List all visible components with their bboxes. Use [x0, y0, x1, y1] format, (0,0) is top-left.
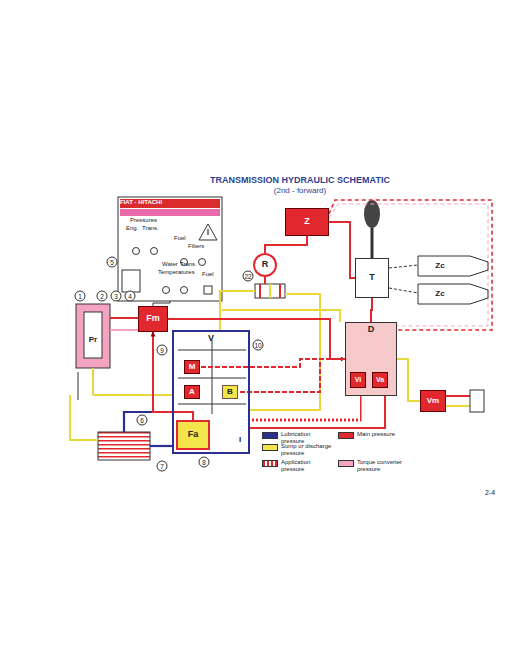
node-label: B	[227, 388, 233, 397]
callout-number: 6	[137, 415, 148, 426]
node-label: Vm	[427, 397, 439, 406]
panel-text: Fuel	[202, 271, 214, 278]
panel-text: Temperatures	[158, 269, 195, 276]
hydraulic-line	[265, 236, 307, 253]
subtitle: (2nd - forward)	[274, 187, 326, 196]
panel-text: Pressures	[130, 217, 157, 224]
hydraulic-line	[371, 298, 372, 322]
control-valve: D Vi Va	[345, 322, 397, 396]
legend-swatch	[262, 444, 278, 451]
callout-number: 1	[75, 291, 86, 302]
node-label: A	[189, 388, 195, 397]
node-label: Vi	[355, 376, 362, 384]
page-number: 2-4	[485, 489, 495, 497]
part-letter: I	[239, 436, 241, 445]
torque-converter	[76, 304, 172, 400]
part-letter: Zc	[435, 262, 444, 271]
hydraulic-line	[168, 319, 345, 359]
panel-text: Filters	[188, 243, 204, 250]
legend-swatch	[262, 432, 278, 439]
legend-text: Sump or discharge pressure	[281, 443, 335, 457]
callout-number: 3	[111, 291, 122, 302]
legend-text: Lubrication pressure	[281, 431, 335, 445]
clutch-pack: M	[184, 360, 200, 374]
hydraulic-line	[238, 359, 345, 392]
callout-number: 9	[157, 345, 168, 356]
callout-number: 5	[107, 257, 118, 268]
node-label: Fa	[188, 430, 199, 440]
hydraulic-line	[200, 359, 345, 367]
hydraulic-line	[397, 359, 420, 401]
callout-number: 7	[157, 461, 168, 472]
clutch-pack: A	[184, 385, 200, 399]
node-label: Z	[304, 217, 310, 227]
pilot-valve: Z	[285, 208, 329, 236]
joystick-valve: T	[355, 258, 389, 298]
panel-text: FIAT - HITACHI	[120, 199, 162, 206]
panel-text: Trans.	[142, 225, 159, 232]
callout-number: 22	[243, 271, 254, 282]
node-label: V	[208, 334, 214, 344]
part-letter: Zc	[435, 290, 444, 299]
part-letter: Pr	[89, 336, 97, 345]
diagram-title: TRANSMISSION HYDRAULIC SCHEMATIC	[210, 176, 390, 186]
legend-swatch	[338, 460, 354, 467]
legend-text: Application pressure	[281, 459, 335, 473]
callout-number: 4	[125, 291, 136, 302]
legend-text: Main pressure	[357, 431, 427, 438]
legend-swatch	[338, 432, 354, 439]
panel-text: Eng.	[126, 225, 138, 232]
instrument-panel	[118, 197, 222, 301]
node-label: M	[189, 363, 196, 372]
clutch-pack: B	[222, 385, 238, 399]
node-label: Va	[376, 376, 384, 384]
sump-tank	[70, 395, 172, 460]
callout-number: 10	[253, 340, 264, 351]
panel-text: Trans.	[180, 261, 197, 268]
filter-box: Fm	[138, 306, 168, 332]
node-label: Fm	[146, 314, 160, 324]
pump-box: Fa	[176, 420, 210, 450]
callout-number: 2	[97, 291, 108, 302]
node-label: T	[369, 273, 375, 283]
valve-box: Vm	[420, 390, 446, 412]
panel-text: Fuel	[174, 235, 186, 242]
callout-number: 8	[199, 457, 210, 468]
joystick-lever	[329, 200, 492, 330]
instrument-panel: FIAT - HITACHIPressuresEng.Trans.FuelFil…	[118, 197, 222, 301]
gear-shafts	[178, 340, 246, 414]
legend-text: Torque converter pressure	[357, 459, 427, 473]
node-label: R	[262, 260, 269, 270]
hydraulic-line	[329, 222, 355, 278]
node-label: D	[368, 325, 375, 335]
valve-22	[220, 277, 340, 410]
legend-swatch	[262, 460, 278, 467]
regulator-circle: R	[253, 253, 277, 277]
valve-spool: Vi	[350, 372, 366, 388]
panel-text: Water	[162, 261, 178, 268]
valve-spool: Va	[372, 372, 388, 388]
